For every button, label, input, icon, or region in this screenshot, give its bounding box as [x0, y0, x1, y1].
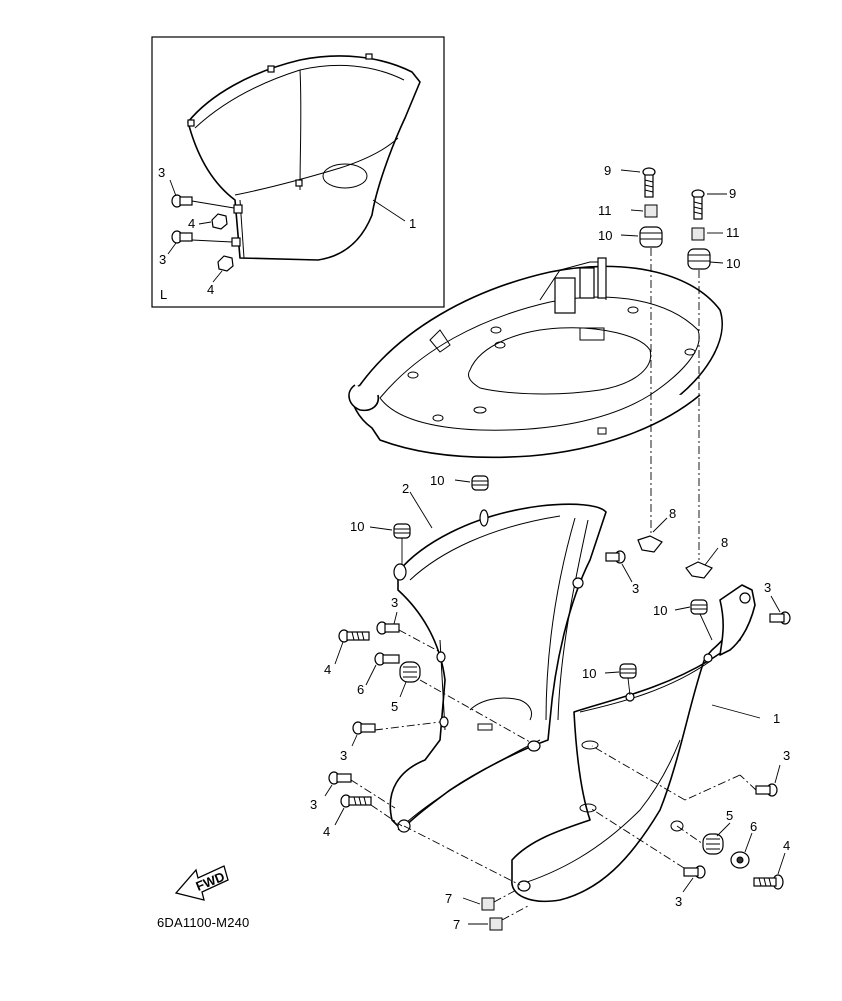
bolt-3-d	[352, 721, 441, 735]
callout-4: 4	[323, 824, 330, 839]
washer-6	[730, 851, 750, 869]
callout-4: 4	[324, 662, 331, 677]
side-cover-starboard	[511, 584, 756, 903]
bolt-3-c	[376, 621, 441, 653]
callout-10: 10	[350, 519, 364, 534]
callout-3: 3	[391, 595, 398, 610]
grommet-10d	[619, 663, 637, 696]
callout-1: 1	[773, 711, 780, 726]
mount-hardware-left	[639, 167, 663, 535]
callout-4: 4	[207, 282, 214, 297]
callout-11: 11	[726, 225, 740, 240]
callout-10: 10	[726, 256, 740, 271]
pin-6-a	[374, 652, 400, 666]
callout-3: 3	[310, 797, 317, 812]
callout-2: 2	[402, 481, 409, 496]
callout-10: 10	[582, 666, 596, 681]
callout-8: 8	[669, 506, 676, 521]
callout-7: 7	[453, 917, 460, 932]
side-cover-port	[389, 503, 607, 833]
inset-bolt-lower	[171, 230, 233, 244]
grommet-10b	[393, 523, 411, 565]
callout-3: 3	[159, 252, 166, 267]
inset-nut-lower	[217, 255, 234, 272]
callout-leaders	[324, 169, 786, 925]
inset-left-cover	[187, 53, 421, 261]
diagram-code: 6DA1100-M240	[157, 915, 250, 930]
fwd-arrow-icon: FWD	[174, 865, 229, 901]
grommet-5-a	[399, 661, 531, 743]
callout-6: 6	[750, 819, 757, 834]
callout-10: 10	[430, 473, 444, 488]
fwd-label: FWD	[194, 869, 227, 894]
bolt-3-e	[328, 771, 396, 809]
callout-10: 10	[598, 228, 612, 243]
bolt-4-b	[340, 794, 403, 827]
clip-8-right	[685, 561, 713, 579]
callout-3: 3	[764, 580, 771, 595]
inset-side-label: L	[160, 287, 167, 302]
callout-3: 3	[783, 748, 790, 763]
bolt-4-c	[753, 874, 784, 890]
clip-7-a	[481, 887, 521, 911]
bolt-3-b	[769, 611, 791, 625]
bottom-cowling	[348, 257, 723, 459]
grommet-10c	[690, 599, 713, 641]
clip-8-left	[637, 535, 663, 553]
callout-7: 7	[445, 891, 452, 906]
callout-1: 1	[409, 216, 416, 231]
callout-8: 8	[721, 535, 728, 550]
callout-4: 4	[188, 216, 195, 231]
callout-3: 3	[675, 894, 682, 909]
callout-5: 5	[726, 808, 733, 823]
callout-11: 11	[598, 203, 612, 218]
mount-hardware-right	[687, 189, 711, 560]
grommet-5-b	[702, 833, 724, 855]
grommet-10a	[471, 475, 489, 491]
callout-numbers: 9 11 10 9 11 10 10 2 10 8 8 3 3 3 10 4 6…	[310, 163, 790, 932]
inset-nut-upper	[211, 213, 228, 230]
bolt-3-f	[591, 745, 778, 801]
callout-6: 6	[357, 682, 364, 697]
bolt-4-a	[338, 629, 370, 643]
callout-9: 9	[729, 186, 736, 201]
callout-9: 9	[604, 163, 611, 178]
callout-10: 10	[653, 603, 667, 618]
callout-3: 3	[632, 581, 639, 596]
callout-5: 5	[391, 699, 398, 714]
inset-bolt-upper	[171, 194, 235, 209]
clip-7-b	[489, 905, 529, 931]
bolt-3-g	[589, 807, 706, 879]
inset-panel: L	[151, 36, 445, 308]
bolt-3-a	[605, 550, 626, 564]
callout-3: 3	[340, 748, 347, 763]
callout-4: 4	[783, 838, 790, 853]
callout-3: 3	[158, 165, 165, 180]
